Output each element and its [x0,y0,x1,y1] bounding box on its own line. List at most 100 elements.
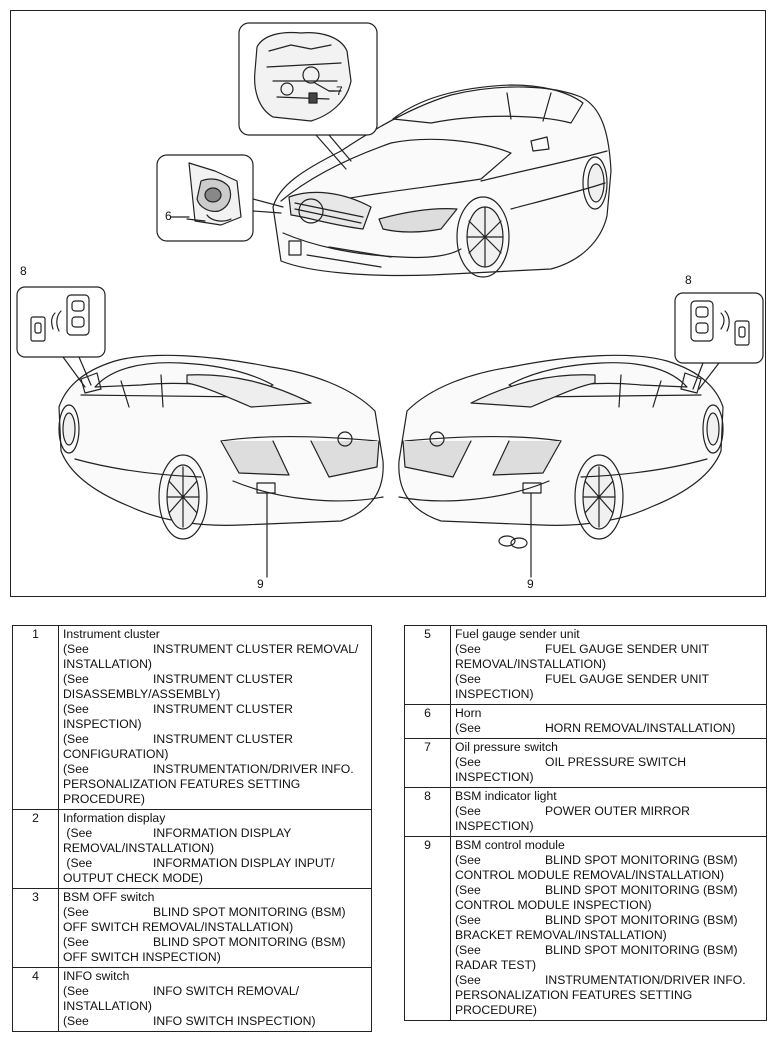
reference-continuation: CONTROL MODULE INSPECTION) [455,898,652,912]
see-label: (See [63,732,89,746]
front-car-illustration [272,84,612,278]
reference-continuation: INSTALLATION) [63,999,152,1013]
vehicle-component-location-figure: 7 6 8 8 9 9 [10,10,766,597]
component-name: Horn [455,706,482,720]
component-number: 4 [12,967,59,1032]
reference-title: BLIND SPOT MONITORING (BSM) [545,883,738,897]
reference-line: (See INSTRUMENT CLUSTER REMOVAL/ [63,642,367,657]
component-details: BSM indicator light(See POWER OUTER MIRRO… [450,787,767,837]
reference-continuation: INSPECTION) [63,717,142,731]
reference-title: BLIND SPOT MONITORING (BSM) [545,913,738,927]
see-label: (See [455,913,481,927]
reference-continuation: INSPECTION) [455,687,534,701]
see-label: (See [455,804,481,818]
component-details: Horn(See HORN REMOVAL/INSTALLATION) [450,704,767,739]
see-label: (See [63,672,89,686]
callout-9-right: 9 [527,577,534,591]
component-name: BSM control module [455,838,565,852]
reference-line: (See INSTRUMENT CLUSTER [63,672,367,687]
rear-left-car-illustration [58,354,384,578]
reference-continuation: RADAR TEST) [455,958,537,972]
component-number: 1 [12,625,59,810]
reference-title: POWER OUTER MIRROR [545,804,690,818]
reference-title: INSTRUMENT CLUSTER [153,732,293,746]
reference-continuation: OFF SWITCH REMOVAL/INSTALLATION) [63,920,294,934]
reference-continuation: PROCEDURE) [455,1003,537,1017]
reference-continuation: CONTROL MODULE REMOVAL/INSTALLATION) [455,868,725,882]
horn-inset [156,154,284,242]
reference-title: BLIND SPOT MONITORING (BSM) [153,905,346,919]
see-label: (See [455,943,481,957]
reference-title: BLIND SPOT MONITORING (BSM) [545,943,738,957]
reference-title: INSTRUMENT CLUSTER [153,672,293,686]
see-label: (See [455,721,481,735]
reference-line: (See INFO SWITCH INSPECTION) [63,1014,367,1029]
component-name: INFO switch [63,969,130,983]
component-name: Instrument cluster [63,627,160,641]
see-label: (See [63,935,89,949]
reference-title: INFO SWITCH INSPECTION) [153,1014,316,1028]
reference-title: HORN REMOVAL/INSTALLATION) [545,721,736,735]
reference-title: INSTRUMENTATION/DRIVER INFO. [153,762,354,776]
component-name: Fuel gauge sender unit [455,627,580,641]
see-label: (See [63,762,89,776]
see-label: (See [63,856,93,870]
reference-title: OIL PRESSURE SWITCH [545,755,687,769]
reference-line: (See FUEL GAUGE SENDER UNIT [455,672,762,687]
reference-continuation: INSPECTION) [455,819,534,833]
reference-title: BLIND SPOT MONITORING (BSM) [545,853,738,867]
vehicle-illustration [16,22,764,578]
see-label: (See [63,642,89,656]
reference-continuation: BRACKET REMOVAL/INSTALLATION) [455,928,667,942]
callout-8-left: 8 [20,264,27,278]
rear-right-car-illustration [398,354,724,578]
reference-continuation: INSPECTION) [455,770,534,784]
see-label: (See [455,642,481,656]
component-number: 3 [12,888,59,968]
reference-title: BLIND SPOT MONITORING (BSM) [153,935,346,949]
reference-continuation: REMOVAL/INSTALLATION) [63,841,215,855]
bsm-indicator-inset-right [674,292,764,390]
see-label: (See [455,672,481,686]
callout-7: 7 [336,84,343,98]
see-label: (See [455,755,481,769]
component-number: 8 [404,787,451,837]
see-label: (See [63,826,93,840]
bsm-indicator-inset-left [16,286,106,388]
reference-title: INFO SWITCH REMOVAL/ [153,984,300,998]
component-name: Oil pressure switch [455,740,558,754]
reference-continuation: DISASSEMBLY/ASSEMBLY) [63,687,221,701]
see-label: (See [63,1014,89,1028]
reference-line: (See INSTRUMENTATION/DRIVER INFO. [63,762,367,777]
component-details: Oil pressure switch(See OIL PRESSURE SWIT… [450,738,767,788]
oil-pressure-switch-inset [238,22,378,170]
reference-line: (See BLIND SPOT MONITORING (BSM) [455,943,762,958]
reference-continuation: OFF SWITCH INSPECTION) [63,950,221,964]
reference-continuation: PROCEDURE) [63,792,145,806]
reference-continuation: CONFIGURATION) [63,747,169,761]
reference-line: (See OIL PRESSURE SWITCH [455,755,762,770]
reference-title: INSTRUMENT CLUSTER REMOVAL/ [153,642,359,656]
reference-title: FUEL GAUGE SENDER UNIT [545,672,710,686]
reference-line: (See BLIND SPOT MONITORING (BSM) [63,935,367,950]
reference-continuation: INSTALLATION) [63,657,152,671]
component-number: 9 [404,836,451,1021]
reference-line: (See HORN REMOVAL/INSTALLATION) [455,721,762,736]
component-name: BSM indicator light [455,789,557,803]
